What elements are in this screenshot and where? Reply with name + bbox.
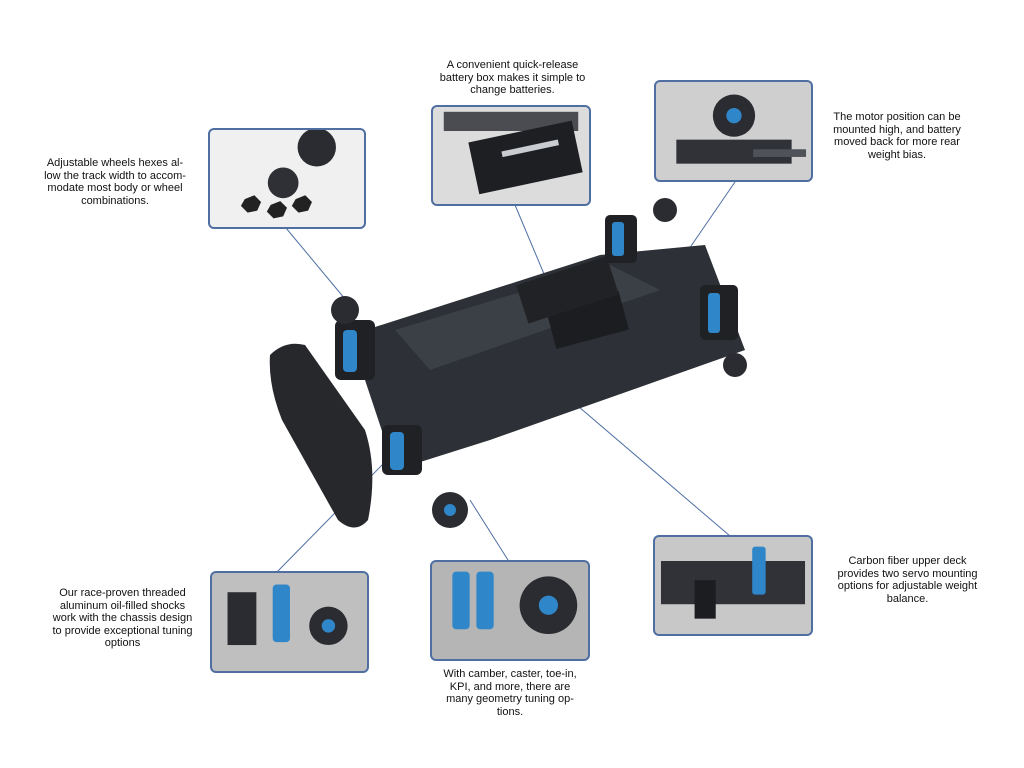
motor-position-inset [654,80,813,182]
upper-deck-inset [653,535,813,636]
caption-battery-box: A convenient quick-release battery box m… [439,59,586,96]
leader-geometry [469,499,509,561]
chassis-plate [350,245,745,470]
shocks-inset [210,571,369,673]
leader-upper-deck [564,394,731,537]
geometry-inset [430,560,590,661]
battery-pack [516,256,619,324]
front-suspension [331,296,468,528]
caption-upper-deck: Carbon fiber upper deck provides two ser… [837,555,978,605]
caption-wheel-hexes: Adjustable wheels hexes al- low the trac… [44,157,186,207]
leader-wheel-hexes [285,227,351,306]
caption-motor-position: The motor position can be mounted high, … [833,111,961,161]
rear-suspension [605,198,747,377]
battery-box-inset [431,105,591,206]
caption-geometry: With camber, caster, toe-in, KPI, and mo… [443,668,577,718]
caption-shocks: Our race-proven threaded aluminum oil-fi… [52,587,193,649]
front-bumper [269,343,373,528]
wheel-hexes-inset [208,128,366,229]
